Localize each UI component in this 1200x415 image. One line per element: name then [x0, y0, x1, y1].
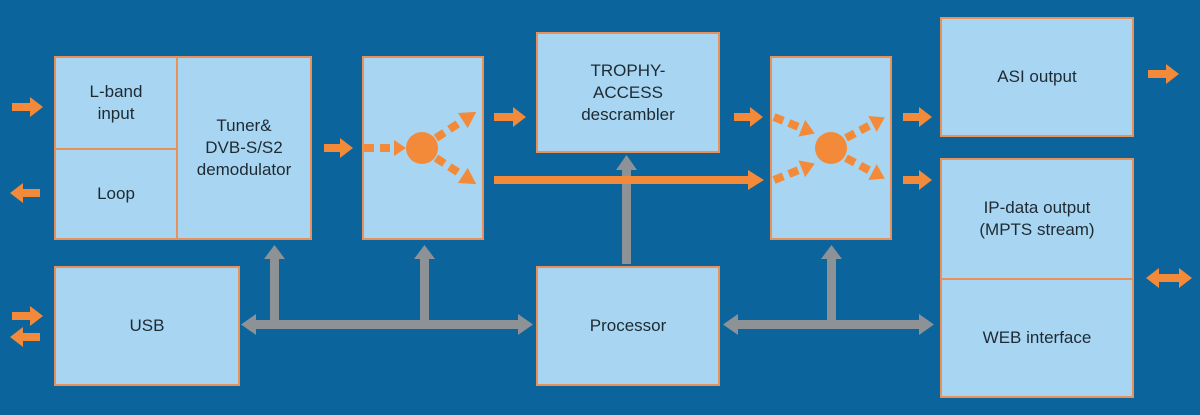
block-asi-output: ASI output	[940, 17, 1134, 137]
arrow-tuner-splitter	[324, 138, 353, 158]
arrow-usb-out	[10, 327, 40, 347]
dash-in-head	[394, 140, 406, 156]
arrow-lband-in	[12, 97, 43, 117]
bus-arrow-to-tuner	[264, 245, 285, 259]
control-bus	[241, 155, 934, 335]
block-splitter	[362, 56, 484, 240]
arrow-descrambler-mux	[734, 107, 763, 127]
arrow-splitter-descrambler	[494, 107, 526, 127]
dash-in-1	[364, 144, 374, 152]
arrow-mux-ip	[903, 170, 932, 190]
block-usb: USB	[54, 266, 240, 386]
bus-line-usb-processor	[255, 320, 520, 329]
signal-path	[10, 64, 1192, 347]
arrow-asi-out	[1148, 64, 1179, 84]
block-web-interface: WEB interface	[940, 278, 1134, 398]
block-mux	[770, 56, 892, 240]
bus-arrow-to-splitter	[414, 245, 435, 259]
bus-arrow-to-web	[919, 314, 934, 335]
block-tuner-demodulator: Tuner& DVB-S/S2 demodulator	[176, 56, 312, 240]
bus-branch-mux	[827, 258, 836, 324]
bus-arrow-to-descrambler	[616, 155, 637, 170]
bus-branch-splitter	[420, 258, 429, 324]
arrow-usb-in	[12, 306, 43, 326]
block-processor: Processor	[536, 266, 720, 386]
arrow-bypass	[494, 170, 764, 190]
bus-branch-tuner	[270, 258, 279, 324]
mux-node	[815, 132, 847, 164]
bus-arrow-to-mux	[821, 245, 842, 259]
bus-arrow-to-processor	[518, 314, 533, 335]
bus-line-processor-web	[737, 320, 921, 329]
splitter-node	[406, 132, 438, 164]
arrow-web-bidirectional	[1146, 268, 1192, 288]
bus-branch-descrambler	[622, 170, 631, 264]
bus-arrow-back-processor	[723, 314, 738, 335]
bus-arrow-to-usb	[241, 314, 256, 335]
block-ip-output: IP-data output (MPTS stream)	[940, 158, 1134, 280]
block-descrambler: TROPHY- ACCESS descrambler	[536, 32, 720, 153]
arrow-loop-out	[10, 183, 40, 203]
arrow-mux-asi	[903, 107, 932, 127]
dash-in-2	[380, 144, 390, 152]
block-lband-input: L-band input	[54, 56, 178, 150]
